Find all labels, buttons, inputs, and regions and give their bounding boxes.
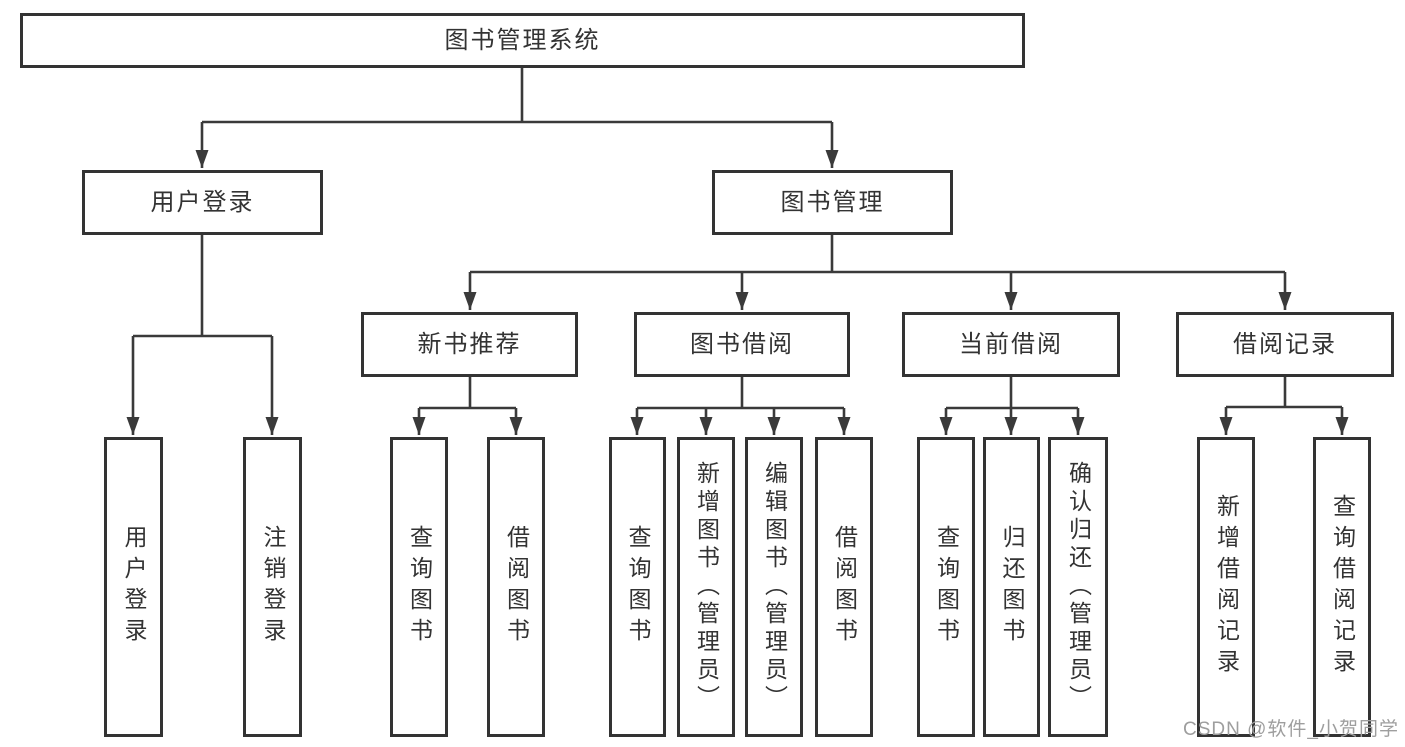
node-new-book-recommend: 新书推荐: [361, 312, 578, 377]
leaf-return-book: 归还图书: [983, 437, 1040, 737]
leaf-add-borrow-record: 新增借阅记录: [1197, 437, 1255, 737]
node-library-management-system: 图书管理系统: [20, 13, 1025, 68]
leaf-query-borrow-record: 查询借阅记录: [1313, 437, 1371, 737]
leaf-query-book-borrow: 查询图书: [609, 437, 666, 737]
leaf-query-book-current: 查询图书: [917, 437, 975, 737]
node-current-borrow: 当前借阅: [902, 312, 1120, 377]
node-user-login: 用户登录: [82, 170, 323, 235]
node-borrow-records: 借阅记录: [1176, 312, 1394, 377]
leaf-edit-book-admin: 编辑图书（管理员）: [745, 437, 803, 737]
leaf-query-book-recommend: 查询图书: [390, 437, 448, 737]
leaf-add-book-admin: 新增图书（管理员）: [677, 437, 735, 737]
leaf-borrow-book: 借阅图书: [815, 437, 873, 737]
leaf-logout-login: 注销登录: [243, 437, 302, 737]
leaf-user-login: 用户登录: [104, 437, 163, 737]
node-book-borrow: 图书借阅: [634, 312, 850, 377]
leaf-borrow-book-recommend: 借阅图书: [487, 437, 545, 737]
node-book-management: 图书管理: [712, 170, 953, 235]
watermark: CSDN @软件_小贺同学: [1183, 719, 1399, 740]
leaf-confirm-return-admin: 确认归还（管理员）: [1048, 437, 1108, 737]
